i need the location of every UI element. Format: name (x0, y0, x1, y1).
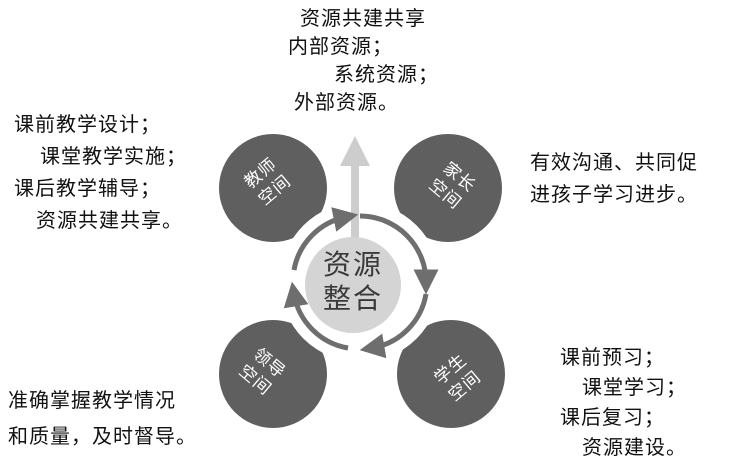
top-text-line: 系统资源； (334, 62, 439, 86)
student-text-block: 课前预习； 课堂学习； 课后复习； 资源建设。 (560, 342, 687, 462)
center-label-line1: 资源 (322, 248, 383, 281)
teacher-text-line: 课前教学设计； (14, 112, 161, 136)
cycle-arrow-left (283, 281, 349, 351)
top-text-line: 外部资源。 (294, 90, 399, 114)
center-label-line2: 整合 (322, 282, 383, 315)
top-text-line: 资源共建共享 (300, 6, 426, 30)
leader-space-petal (219, 320, 327, 428)
leader-text-line: 和质量，及时督导。 (8, 424, 197, 448)
parent-text-line: 有效沟通、共同促 (530, 150, 698, 174)
parent-text-line: 进孩子学习进步。 (530, 182, 698, 206)
center-label: 资源 整合 (303, 248, 403, 316)
student-text-line: 资源建设。 (582, 435, 687, 459)
parent-text-block: 有效沟通、共同促 进孩子学习进步。 (530, 146, 698, 210)
cycle-arrow-right (359, 213, 439, 295)
parent-space-petal (394, 134, 502, 242)
leader-text-line: 准确掌握教学情况 (8, 388, 176, 412)
teacher-space-petal (219, 134, 327, 242)
center-circle (305, 237, 401, 333)
up-arrow (340, 136, 370, 247)
cycle-arrow-top (291, 207, 359, 271)
teacher-text-block: 课前教学设计； 课堂教学实施； 课后教学辅导； 资源共建共享。 (14, 108, 187, 236)
teacher-text-line: 课堂教学实施； (40, 144, 187, 168)
cycle-arrow-bottom (359, 293, 429, 359)
leader-text-block: 准确掌握教学情况 和质量，及时督导。 (8, 382, 197, 454)
student-space-petal (397, 320, 505, 428)
student-text-line: 课前预习； (560, 345, 665, 369)
teacher-text-line: 资源共建共享。 (36, 208, 183, 232)
student-text-line: 课后复习； (560, 405, 665, 429)
teacher-text-line: 课后教学辅导； (14, 176, 161, 200)
top-text-line: 内部资源； (288, 34, 393, 58)
top-text-block: 资源共建共享 内部资源； 系统资源； 外部资源。 (288, 4, 439, 116)
student-text-line: 课堂学习； (582, 375, 687, 399)
